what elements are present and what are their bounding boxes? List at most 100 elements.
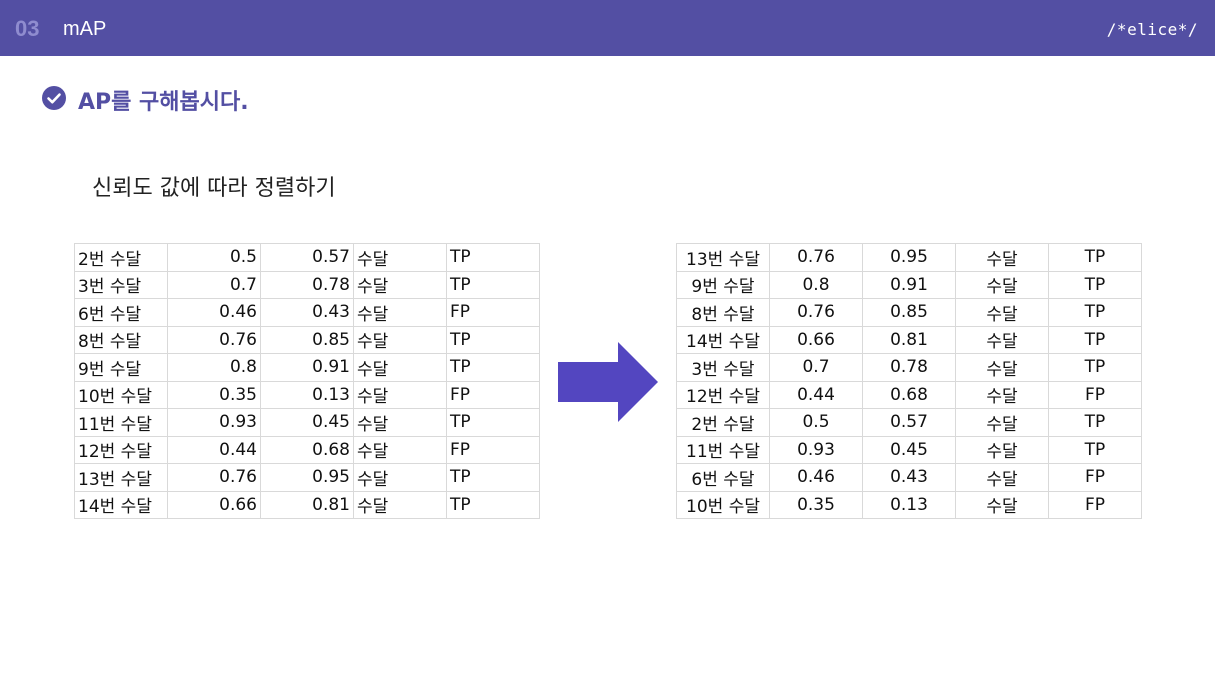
table-cell: 0.7 (769, 353, 863, 382)
table-cell: 0.68 (862, 380, 956, 409)
table-cell: TP (1048, 408, 1142, 437)
table-cell: 0.44 (769, 380, 863, 409)
table-cell: 12번 수달 (74, 435, 168, 464)
table-cell: 14번 수달 (74, 490, 168, 519)
table-cell: 12번 수달 (676, 380, 770, 409)
table-cell: 0.95 (862, 243, 956, 272)
table-cell: 2번 수달 (676, 408, 770, 437)
table-cell: 수달 (353, 298, 447, 327)
table-cell: 수달 (353, 270, 447, 299)
table-cell: 8번 수달 (74, 325, 168, 354)
table-cell: TP (1048, 243, 1142, 272)
table-cell: 수달 (955, 325, 1049, 354)
table-cell: 0.81 (260, 490, 354, 519)
table-cell: 0.93 (769, 435, 863, 464)
table-cell: FP (446, 380, 540, 409)
table-cell: 0.91 (260, 353, 354, 382)
table-cell: 10번 수달 (676, 490, 770, 519)
header-bar: 03 mAP /*elice*/ (0, 0, 1215, 56)
table-cell: 수달 (353, 380, 447, 409)
table-cell: 9번 수달 (676, 270, 770, 299)
table-cell: 0.8 (769, 270, 863, 299)
table-cell: 0.5 (167, 243, 261, 272)
table-cell: 수달 (353, 408, 447, 437)
table-cell: FP (1048, 380, 1142, 409)
right-arrow-icon (558, 342, 658, 422)
table-cell: 0.7 (167, 270, 261, 299)
table-cell: 0.81 (862, 325, 956, 354)
table-cell: 수달 (955, 298, 1049, 327)
table-cell: 0.76 (167, 463, 261, 492)
table-cell: 0.66 (167, 490, 261, 519)
table-cell: 0.91 (862, 270, 956, 299)
table-cell: 2번 수달 (74, 243, 168, 272)
table-cell: 0.46 (167, 298, 261, 327)
table-cell: TP (446, 243, 540, 272)
table-cell: 0.35 (167, 380, 261, 409)
table-cell: 0.5 (769, 408, 863, 437)
table-cell: FP (1048, 463, 1142, 492)
table-cell: 수달 (955, 353, 1049, 382)
table-cell: TP (446, 490, 540, 519)
table-cell: 8번 수달 (676, 298, 770, 327)
table-cell: 0.43 (862, 463, 956, 492)
table-cell: 수달 (955, 435, 1049, 464)
table-cell: TP (1048, 298, 1142, 327)
table-cell: TP (1048, 270, 1142, 299)
table-cell: FP (446, 298, 540, 327)
table-cell: FP (1048, 490, 1142, 519)
table-cell: 0.13 (862, 490, 956, 519)
table-cell: 0.78 (260, 270, 354, 299)
table-cell: 0.85 (862, 298, 956, 327)
table-cell: TP (1048, 325, 1142, 354)
table-cell: 0.93 (167, 408, 261, 437)
slide-heading: AP를 구해봅시다. (78, 90, 249, 115)
table-cell: 0.44 (167, 435, 261, 464)
table-cell: 13번 수달 (676, 243, 770, 272)
table-cell: 3번 수달 (74, 270, 168, 299)
table-cell: FP (446, 435, 540, 464)
table-cell: 9번 수달 (74, 353, 168, 382)
table-cell: 0.78 (862, 353, 956, 382)
table-cell: 수달 (353, 353, 447, 382)
table-cell: 6번 수달 (74, 298, 168, 327)
table-cell: 0.8 (167, 353, 261, 382)
table-cell: TP (446, 463, 540, 492)
table-cell: 14번 수달 (676, 325, 770, 354)
table-cell: 0.68 (260, 435, 354, 464)
table-cell: 0.66 (769, 325, 863, 354)
table-cell: 11번 수달 (74, 408, 168, 437)
table-cell: TP (446, 325, 540, 354)
table-cell: 0.35 (769, 490, 863, 519)
table-cell: 3번 수달 (676, 353, 770, 382)
table-cell: 10번 수달 (74, 380, 168, 409)
table-cell: 수달 (955, 243, 1049, 272)
table-cell: 0.85 (260, 325, 354, 354)
table-cell: 0.46 (769, 463, 863, 492)
table-cell: 수달 (353, 490, 447, 519)
table-cell: TP (1048, 353, 1142, 382)
table-cell: 수달 (353, 463, 447, 492)
table-cell: 0.57 (260, 243, 354, 272)
table-cell: 0.76 (769, 298, 863, 327)
table-cell: TP (446, 270, 540, 299)
table-cell: 수달 (353, 435, 447, 464)
section-title: mAP (63, 18, 107, 40)
